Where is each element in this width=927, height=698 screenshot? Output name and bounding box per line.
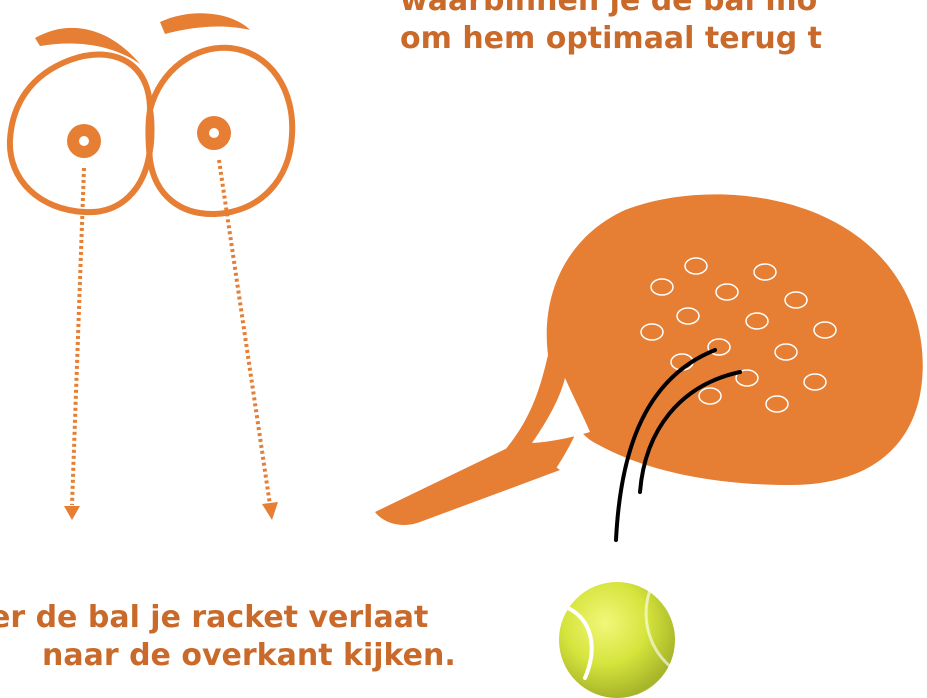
racket-head <box>547 194 923 485</box>
bottom-caption: er de bal je racket verlaat naar de over… <box>0 599 456 675</box>
ball-body <box>559 582 675 698</box>
padel-racket-icon <box>375 194 923 525</box>
bottom-caption-line-2: naar de overkant kijken. <box>0 637 456 675</box>
bottom-caption-line-1: er de bal je racket verlaat <box>0 599 456 637</box>
right-eyebrow <box>160 13 250 34</box>
right-gaze-arrowhead <box>262 502 278 520</box>
left-gaze-arrowhead <box>64 506 80 520</box>
left-gaze-line <box>72 168 84 505</box>
cartoon-eyes-icon <box>10 13 292 520</box>
tennis-ball-icon <box>559 582 675 698</box>
